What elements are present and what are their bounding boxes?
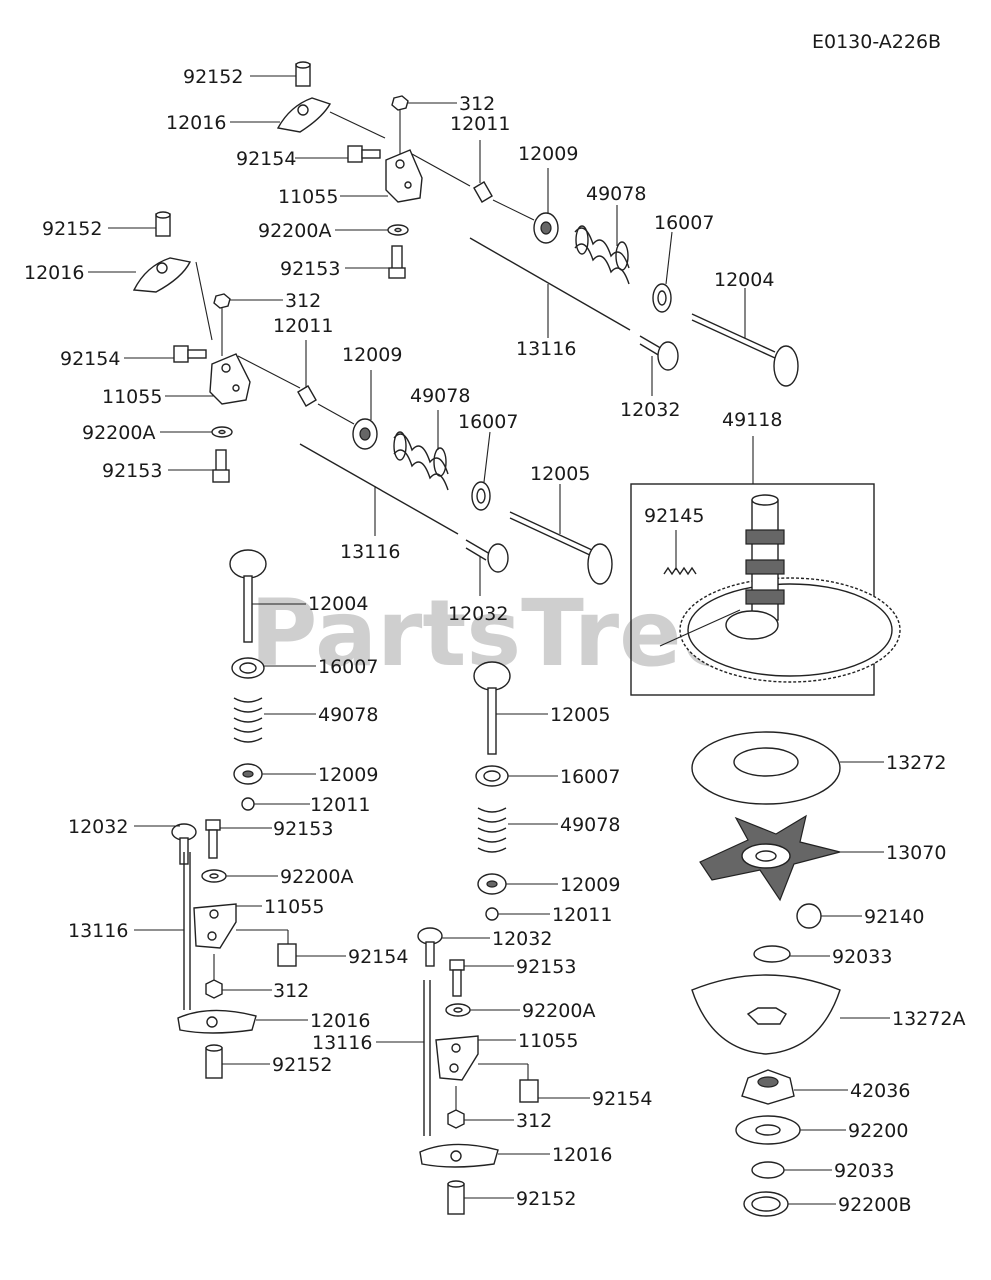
part-label: 12032 [68, 816, 128, 838]
part-label: 12016 [24, 262, 84, 284]
part-label: 11055 [264, 896, 324, 918]
part-label: 92033 [834, 1160, 894, 1182]
part-label: 92200B [838, 1194, 911, 1216]
part-label: 92152 [272, 1054, 332, 1076]
part-label: 92200A [82, 422, 155, 444]
middle-rocker-assembly [88, 211, 613, 596]
part-label: 13116 [340, 541, 400, 563]
part-label: 11055 [518, 1030, 578, 1052]
part-label: 12011 [552, 904, 612, 926]
part-label: 92145 [644, 505, 704, 527]
part-label: 12011 [273, 315, 333, 337]
inset-label: 49118 [722, 409, 782, 431]
part-label: 92154 [236, 148, 296, 170]
part-label: 92154 [348, 946, 408, 968]
upper-rocker-assembly [230, 61, 799, 396]
part-label: 12009 [318, 764, 378, 786]
part-label: 92152 [516, 1188, 576, 1210]
lower-middle-stack [376, 661, 590, 1215]
part-label: 92152 [183, 66, 243, 88]
part-label: 312 [516, 1110, 552, 1132]
drawing-code: E0130-A226B [812, 31, 941, 53]
part-label: 16007 [458, 411, 518, 433]
part-label: 92153 [102, 460, 162, 482]
part-label: 16007 [318, 656, 378, 678]
part-label: 92154 [592, 1088, 652, 1110]
part-label: 13070 [886, 842, 946, 864]
part-label: 49078 [586, 183, 646, 205]
part-label: 12016 [552, 1144, 612, 1166]
part-label: 92200 [848, 1120, 908, 1142]
part-label: 12011 [310, 794, 370, 816]
part-label: 13272 [886, 752, 946, 774]
part-label: 92153 [516, 956, 576, 978]
part-label: 12016 [310, 1010, 370, 1032]
part-label: 12032 [492, 928, 552, 950]
part-label: 49078 [560, 814, 620, 836]
part-label: 16007 [560, 766, 620, 788]
part-label: 12032 [620, 399, 680, 421]
lower-left-stack [134, 549, 346, 1079]
part-label: 312 [285, 290, 321, 312]
camshaft-inset [630, 436, 901, 696]
part-label: 11055 [278, 186, 338, 208]
part-label: 92153 [273, 818, 333, 840]
part-label: 12004 [714, 269, 774, 291]
part-label: 12016 [166, 112, 226, 134]
part-label: 13116 [516, 338, 576, 360]
part-label: 92200A [522, 1000, 595, 1022]
governor-stack [691, 731, 890, 1217]
part-label: 13116 [68, 920, 128, 942]
part-label: 12005 [550, 704, 610, 726]
part-label: 312 [273, 980, 309, 1002]
part-label: 42036 [850, 1080, 910, 1102]
part-label: 92140 [864, 906, 924, 928]
part-label: 92153 [280, 258, 340, 280]
part-label: 49078 [410, 385, 470, 407]
part-label: 92033 [832, 946, 892, 968]
part-label: 16007 [654, 212, 714, 234]
part-label: 13116 [312, 1032, 372, 1054]
part-label: 12032 [448, 603, 508, 625]
part-label: 12004 [308, 593, 368, 615]
part-label: 12009 [560, 874, 620, 896]
part-label: 12011 [450, 113, 510, 135]
part-label: 92200A [258, 220, 331, 242]
part-label: 13272A [892, 1008, 965, 1030]
part-label: 12009 [518, 143, 578, 165]
part-label: 12005 [530, 463, 590, 485]
part-label: 312 [459, 93, 495, 115]
part-label: 11055 [102, 386, 162, 408]
part-label: 92154 [60, 348, 120, 370]
part-label: 92200A [280, 866, 353, 888]
part-label: 92152 [42, 218, 102, 240]
part-label: 49078 [318, 704, 378, 726]
part-labels: 92152 12016 312 12011 92154 12009 11055 … [24, 66, 965, 1216]
part-label: 12009 [342, 344, 402, 366]
